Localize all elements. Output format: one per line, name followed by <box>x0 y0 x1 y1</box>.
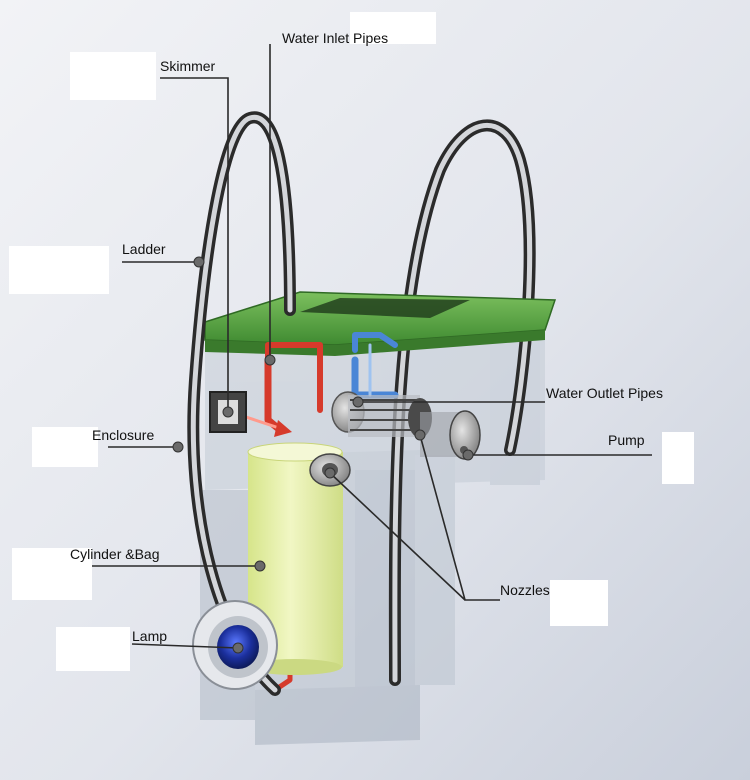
leader-skimmer <box>160 77 229 412</box>
label-pump: Pump <box>608 432 645 448</box>
label-water-outlet-pipes: Water Outlet Pipes <box>546 385 663 401</box>
label-lamp: Lamp <box>132 628 168 644</box>
leader-lines <box>68 44 652 649</box>
blank-box-nozzles <box>550 580 608 626</box>
ladder-left <box>187 111 296 696</box>
blank-box-cylinder <box>12 548 92 600</box>
blank-box-water-inlet <box>350 12 436 44</box>
label-cylinder-bag: Cylinder &Bag <box>70 546 160 562</box>
leader-nozzles-b <box>329 472 466 601</box>
label-ladder: Ladder <box>122 241 166 257</box>
blank-box-skimmer <box>70 52 156 100</box>
skimmer-tray <box>204 291 557 356</box>
blank-box-enclosure <box>32 427 98 467</box>
label-water-inlet-pipes: Water Inlet Pipes <box>282 30 389 46</box>
label-nozzles: Nozzles <box>500 582 550 598</box>
label-enclosure: Enclosure <box>92 427 155 443</box>
blank-box-ladder <box>9 246 109 294</box>
leader-dots <box>172 256 474 654</box>
blank-box-pump <box>662 432 694 484</box>
leader-lamp <box>131 643 239 649</box>
label-skimmer: Skimmer <box>160 58 216 74</box>
blank-box-lamp <box>56 627 130 671</box>
